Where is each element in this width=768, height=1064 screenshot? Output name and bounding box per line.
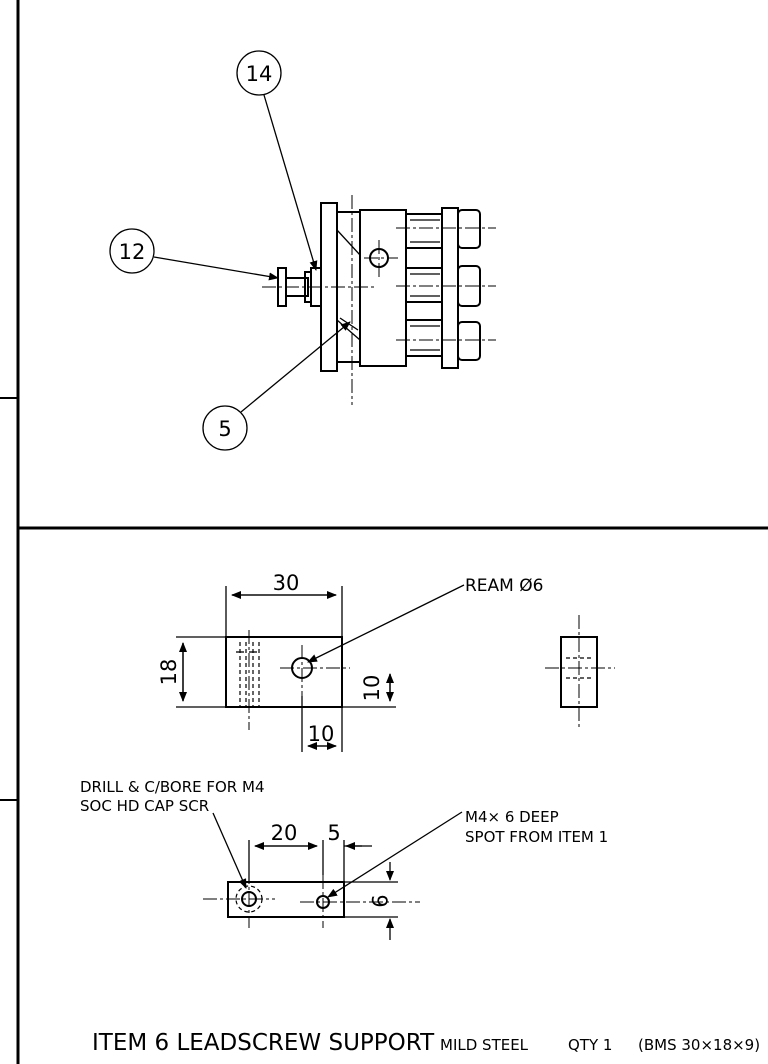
stock-size-label: (BMS 30×18×9) bbox=[638, 1036, 760, 1054]
detail-side-view bbox=[545, 615, 615, 730]
ream-note: REAM Ø6 bbox=[307, 576, 543, 663]
svg-text:12: 12 bbox=[119, 240, 146, 264]
clamp-screws bbox=[405, 207, 481, 369]
svg-text:5: 5 bbox=[327, 821, 340, 845]
svg-text:30: 30 bbox=[273, 571, 300, 595]
support-block bbox=[359, 209, 407, 367]
assembly-view: 14 12 5 bbox=[109, 50, 496, 451]
svg-text:SPOT FROM ITEM 1: SPOT FROM ITEM 1 bbox=[465, 828, 608, 846]
svg-text:10: 10 bbox=[308, 722, 335, 746]
svg-text:9: 9 bbox=[367, 894, 391, 907]
title-block: ITEM 6 LEADSCREW SUPPORT MILD STEEL QTY … bbox=[92, 1030, 760, 1056]
quantity-label: QTY 1 bbox=[568, 1036, 612, 1054]
detail-plan-view: 20 5 9 DRILL & C/BORE FOR M4 SOC HD CAP … bbox=[80, 778, 608, 940]
balloon-5: 5 bbox=[202, 321, 351, 451]
svg-text:20: 20 bbox=[271, 821, 298, 845]
material-label: MILD STEEL bbox=[440, 1036, 529, 1054]
detail-front-view: 30 18 10 10 REAM Ø6 bbox=[157, 571, 543, 752]
assembly-centre-lines bbox=[262, 195, 496, 405]
svg-text:REAM Ø6: REAM Ø6 bbox=[465, 576, 543, 596]
dim-10-horizontal: 10 bbox=[301, 696, 343, 752]
dim-30: 30 bbox=[225, 571, 343, 637]
dim-5: 5 bbox=[327, 821, 372, 850]
svg-text:18: 18 bbox=[157, 659, 181, 686]
dim-18: 18 bbox=[157, 636, 226, 708]
dim-10-vertical: 10 bbox=[342, 673, 396, 708]
balloon-12: 12 bbox=[109, 228, 279, 281]
svg-text:M4× 6 DEEP: M4× 6 DEEP bbox=[465, 808, 559, 826]
dim-20: 20 bbox=[248, 821, 345, 882]
svg-text:DRILL & C/BORE FOR M4: DRILL & C/BORE FOR M4 bbox=[80, 778, 264, 796]
dim-9: 9 bbox=[344, 862, 398, 940]
svg-text:10: 10 bbox=[360, 675, 384, 702]
balloon-14: 14 bbox=[236, 50, 318, 271]
svg-text:SOC HD CAP SCR: SOC HD CAP SCR bbox=[80, 797, 209, 815]
drill-note: DRILL & C/BORE FOR M4 SOC HD CAP SCR bbox=[80, 778, 264, 889]
svg-text:14: 14 bbox=[246, 62, 273, 86]
svg-text:5: 5 bbox=[218, 417, 231, 441]
tap-note: M4× 6 DEEP SPOT FROM ITEM 1 bbox=[327, 808, 608, 898]
part-title: ITEM 6 LEADSCREW SUPPORT bbox=[92, 1030, 435, 1056]
